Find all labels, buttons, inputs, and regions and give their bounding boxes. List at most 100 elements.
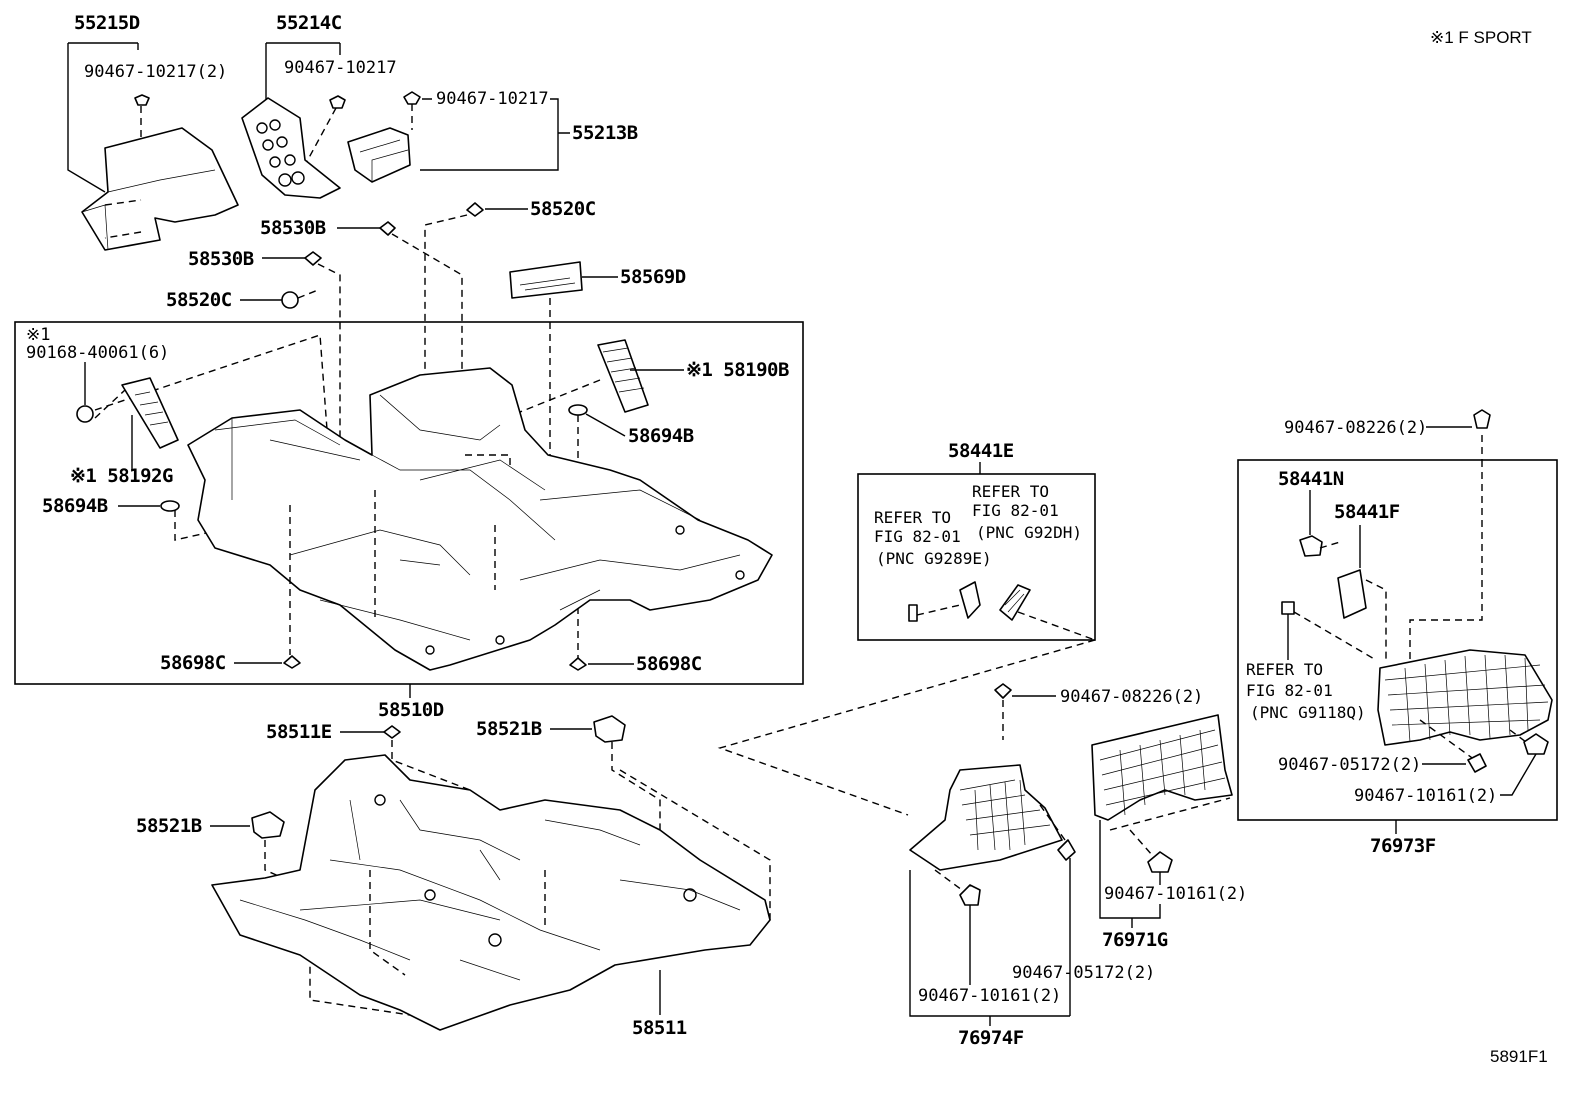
refer-c-line3: (PNC G9118Q) <box>1250 703 1366 722</box>
refer-c-line1: REFER TO <box>1246 660 1323 679</box>
group-box-58441E <box>857 473 1096 641</box>
label-58511: 58511 <box>632 1017 687 1039</box>
clip-icon <box>134 94 150 106</box>
hook-icon <box>593 715 626 743</box>
label-55213B: 55213B <box>572 122 638 144</box>
panel-58441F <box>1337 569 1367 619</box>
label-58694B-left: 58694B <box>42 495 108 517</box>
part-58510D-group: ※1 90168-40061(6) ※1 58192G 58694B ※1 58… <box>26 325 789 675</box>
clip-icon-4 <box>466 202 484 217</box>
bracket-55213B <box>347 127 411 183</box>
trim-76971G <box>1091 714 1233 821</box>
part-76973F-group: 58441N 58441F REFER TO FIG 82-01 (PNC G9… <box>1246 460 1553 806</box>
label-58530B-b: 58530B <box>188 248 254 270</box>
clip-icon-13 <box>1147 851 1173 873</box>
clip-icon-5 <box>379 221 396 236</box>
label-90467-10217-2: 90467-10217(2) <box>84 62 227 82</box>
label-90467-10161-low: 90467-10161(2) <box>918 986 1061 1006</box>
clip-icon-8 <box>283 655 301 669</box>
clip-icon-10 <box>383 725 401 739</box>
part-58511: 58511E 58521B 58521B 58511 <box>136 715 771 1039</box>
label-58530B-a: 58530B <box>260 217 326 239</box>
label-58569D: 58569D <box>620 266 686 288</box>
hook-icon-2 <box>251 811 285 839</box>
label-55215D: 55215D <box>74 12 140 34</box>
clip-icon-7 <box>281 291 299 309</box>
part-55213B: 90467-10217 55213B <box>347 89 638 183</box>
part-76971G: 90467-10161(2) 76971G <box>1091 714 1247 951</box>
label-76971G: 76971G <box>1102 929 1168 951</box>
label-76974F: 76974F <box>958 1027 1024 1049</box>
label-90467-10217-b: 90467-10217 <box>436 89 549 109</box>
label-58694B-right: 58694B <box>628 425 694 447</box>
label-58190B: ※1 58190B <box>686 359 789 381</box>
refer-a-line3: (PNC G92DH) <box>976 523 1082 542</box>
label-90467-08226-top: 90467-08226(2) <box>1284 418 1427 438</box>
clip-icon-12 <box>959 884 981 906</box>
part-58520C-top: 58520C <box>424 198 596 430</box>
label-90168-40061: 90168-40061(6) <box>26 343 169 363</box>
part-55214C: 55214C 90467-10217 <box>241 12 397 199</box>
label-58520C-left: 58520C <box>166 289 232 311</box>
label-58511E: 58511E <box>266 721 332 743</box>
label-76973F: 76973F <box>1370 835 1436 857</box>
refer-a-line2: FIG 82-01 <box>972 501 1059 520</box>
clip-icon-15 <box>1523 733 1549 755</box>
refer-b-line2: FIG 82-01 <box>874 527 961 546</box>
part-76974F: 90467-08226(2) 90467-05172(2) 90467-1016… <box>909 683 1203 1049</box>
label-58521B-left: 58521B <box>136 815 202 837</box>
diagram-code: 5891F1 <box>1490 1047 1548 1066</box>
label-58441E: 58441E <box>948 440 1014 462</box>
label-58520C-top: 58520C <box>530 198 596 220</box>
carpet-58511 <box>211 754 771 1031</box>
pad-58569D <box>509 261 583 299</box>
refer-c-line2: FIG 82-01 <box>1246 681 1333 700</box>
tag-icon <box>908 604 918 622</box>
part-58530B: 58530B 58530B <box>188 217 463 510</box>
bolt-icon-3 <box>1473 409 1491 429</box>
bolt-icon-2 <box>994 683 1012 699</box>
label-90467-05172-mid: 90467-05172(2) <box>1012 963 1155 983</box>
clip-icon-14 <box>1467 753 1487 773</box>
label-55214C: 55214C <box>276 12 342 34</box>
bracket-icon <box>959 581 981 619</box>
label-90467-10161-mid: 90467-10161(2) <box>1104 884 1247 904</box>
refer-b-line1: REFER TO <box>874 508 951 527</box>
bolt-icon <box>76 405 94 423</box>
group-box-76973F <box>1237 459 1558 821</box>
tag-icon-2 <box>1281 601 1295 615</box>
pedal-58192G <box>121 377 179 449</box>
insulator-55215D <box>81 127 239 251</box>
label-mark-1: ※1 <box>26 325 50 345</box>
label-58441N: 58441N <box>1278 468 1344 490</box>
label-90467-05172-right: 90467-05172(2) <box>1278 755 1421 775</box>
pedal-58190B <box>597 339 649 413</box>
label-90467-10161-right: 90467-10161(2) <box>1354 786 1497 806</box>
part-58569D: 58569D <box>509 261 686 470</box>
label-90467-08226-mid: 90467-08226(2) <box>1060 687 1203 707</box>
label-90467-10217-a: 90467-10217 <box>284 58 397 78</box>
group-box-58510D <box>14 321 804 685</box>
grommet-icon-2 <box>568 404 588 416</box>
plate-55214C <box>241 97 341 199</box>
clip-icon-9 <box>569 657 587 671</box>
trim-76973F <box>1377 649 1553 746</box>
grommet-icon <box>160 500 180 512</box>
clip-icon-2 <box>329 95 346 109</box>
label-58510D: 58510D <box>378 699 444 721</box>
refer-b-line3: (PNC G9289E) <box>876 549 992 568</box>
grille-icon <box>999 584 1031 621</box>
part-58520C-left: 58520C <box>166 289 319 311</box>
bolt-icon-4 <box>1299 535 1323 557</box>
carpet-58510D <box>187 367 773 671</box>
footnote-f-sport: ※1 F SPORT <box>1430 28 1532 47</box>
clip-icon-6 <box>304 251 322 266</box>
label-58521B-top: 58521B <box>476 718 542 740</box>
clip-icon-11 <box>1057 839 1076 861</box>
label-58441F: 58441F <box>1334 501 1400 523</box>
label-58698C-right: 58698C <box>636 653 702 675</box>
refer-a-line1: REFER TO <box>972 482 1049 501</box>
label-58698C-left: 58698C <box>160 652 226 674</box>
part-55215D: 55215D 90467-10217(2) <box>67 12 239 251</box>
